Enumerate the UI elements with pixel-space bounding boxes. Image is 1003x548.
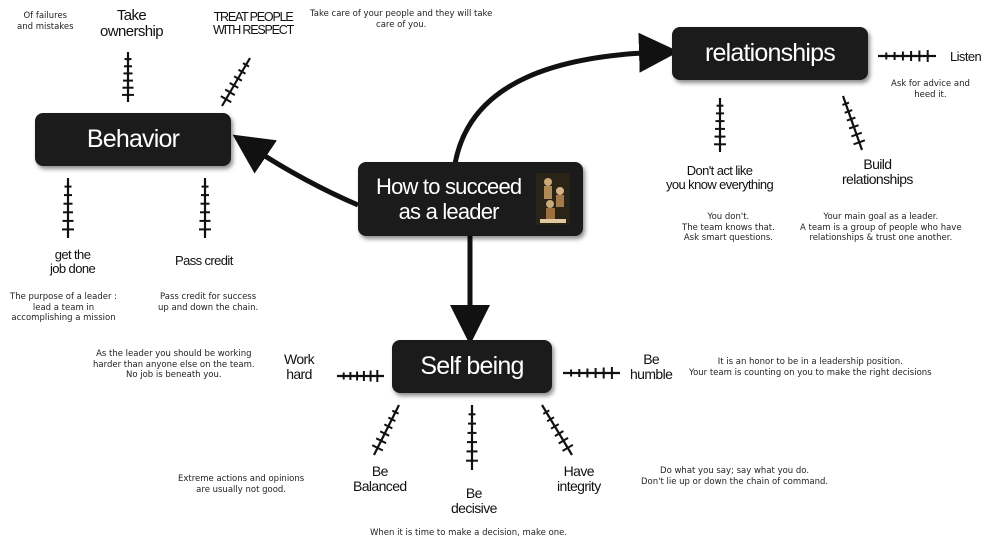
relationships-node-label: relationships <box>705 39 836 68</box>
behavior-node[interactable]: Behavior <box>35 113 231 166</box>
take-ownership-label: Take ownership <box>100 7 164 40</box>
get-job-done-label: get the job done <box>50 247 96 276</box>
dont-act-note: You don't. The team knows that. Ask smar… <box>682 212 775 244</box>
build-relationships-note: Your main goal as a leader. A team is a … <box>800 212 962 244</box>
work-hard-label: Work hard <box>284 351 315 382</box>
spine-branches <box>62 50 936 470</box>
treat-people-label: TREAT PEOPLE WITH RESPECT <box>213 10 294 38</box>
self-being-node-label: Self being <box>420 352 524 381</box>
have-integrity-note: Do what you say; say what you do. Don't … <box>641 466 829 487</box>
arrow-to-behavior <box>232 134 359 208</box>
be-humble-note: It is an honor to be in a leadership pos… <box>689 357 932 378</box>
listen-label: Listen <box>950 49 982 64</box>
pass-credit-spine <box>199 178 211 238</box>
build-relationships-spine <box>841 95 866 151</box>
leader-figures-icon <box>536 173 570 225</box>
dont-act-label: Don't act like you know everything <box>666 163 774 192</box>
dont-act-spine <box>714 98 726 152</box>
be-balanced-spine <box>371 404 400 456</box>
work-hard-note: As the leader you should be working hard… <box>93 349 255 381</box>
be-humble-label: Be humble <box>630 351 673 382</box>
be-decisive-note: When it is time to make a decision, make… <box>370 528 568 538</box>
behavior-node-label: Behavior <box>86 125 180 154</box>
build-relationships-label: Build relationships <box>842 156 913 187</box>
be-balanced-note: Extreme actions and opinions are usually… <box>178 474 305 495</box>
pass-credit-label: Pass credit <box>175 253 233 268</box>
be-decisive-label: Be decisive <box>451 485 497 516</box>
have-integrity-spine <box>541 404 574 456</box>
self-being-node[interactable]: Self being <box>392 340 552 393</box>
treat-people-spine <box>220 57 251 107</box>
center-node[interactable]: How to succeed as a leader <box>358 162 583 236</box>
get-job-done-note: The purpose of a leader : lead a team in… <box>10 292 118 324</box>
be-humble-spine <box>563 367 620 379</box>
pass-credit-note: Pass credit for success up and down the … <box>158 292 259 313</box>
work-hard-spine <box>337 370 384 382</box>
arrow-to-relationships <box>452 32 679 165</box>
relationships-node[interactable]: relationships <box>672 27 868 80</box>
have-integrity-label: Have integrity <box>557 463 601 494</box>
take-ownership-note: Of failures and mistakes <box>17 11 74 32</box>
get-job-done-spine <box>62 178 74 238</box>
be-decisive-spine <box>466 405 478 470</box>
listen-note: Ask for advice and heed it. <box>891 79 970 100</box>
be-balanced-label: Be Balanced <box>353 463 407 494</box>
take-ownership-spine <box>122 52 134 102</box>
listen-spine <box>878 50 936 62</box>
treat-people-note: Take care of your people and they will t… <box>310 9 493 30</box>
center-node-title: How to succeed as a leader <box>376 173 522 224</box>
